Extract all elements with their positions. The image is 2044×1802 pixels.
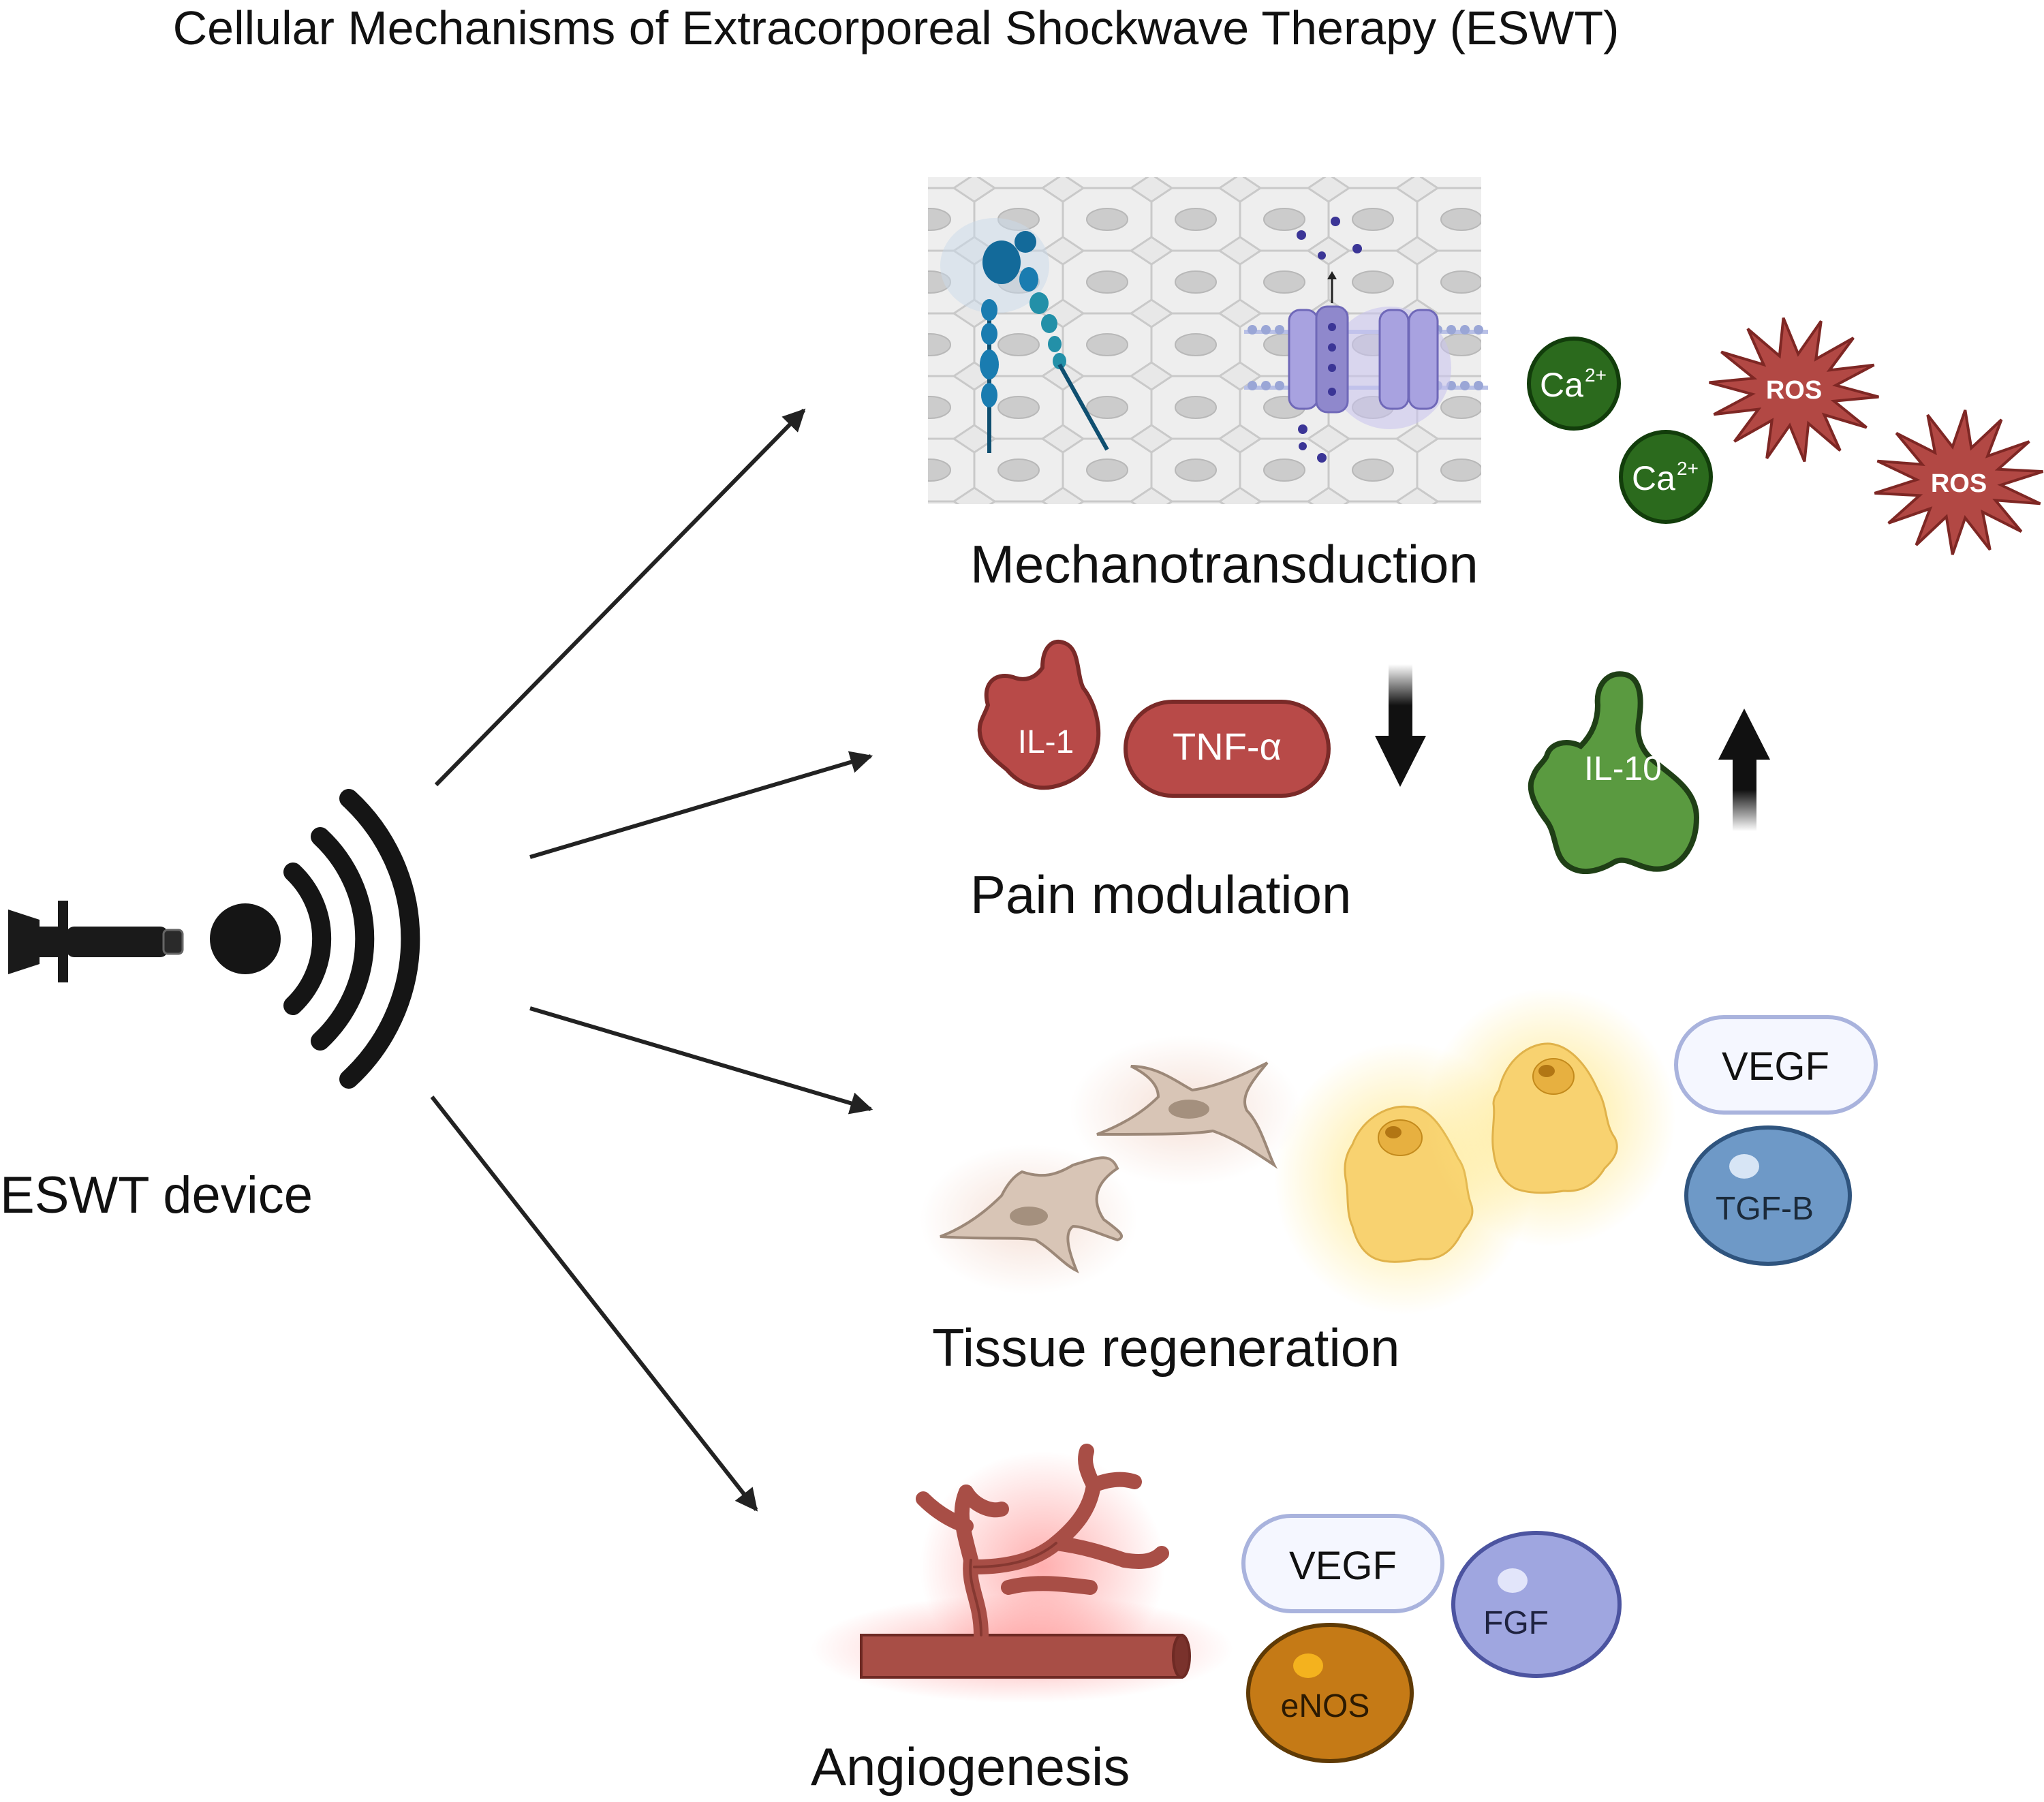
tnf-alpha-molecule: TNF-α xyxy=(1124,700,1331,798)
ca-ion-charge: 2+ xyxy=(1585,364,1607,386)
vegf-box: VEGF xyxy=(1241,1514,1444,1613)
il1-label: IL-1 xyxy=(1018,724,1074,760)
calcium-ion: Ca 2+ xyxy=(1619,430,1713,524)
ros-burst: ROS xyxy=(1709,317,1879,463)
handpiece-icon xyxy=(8,901,184,982)
arrow-to-mechanotransduction xyxy=(434,408,806,787)
pathway-arrows xyxy=(430,408,873,1512)
vegf-box: VEGF xyxy=(1674,1015,1878,1115)
enos-molecule: eNOS xyxy=(1246,1623,1414,1763)
arrow-to-angiogenesis xyxy=(430,1096,758,1512)
regenerating-cell-icon xyxy=(1424,988,1676,1247)
fibroblast-icon xyxy=(1070,1036,1301,1185)
il1-molecule: IL-1 xyxy=(977,639,1101,790)
blood-vessel-icon xyxy=(811,1444,1233,1703)
device-label: ESWT device xyxy=(0,1166,313,1224)
tgfb-label: TGF-B xyxy=(1716,1191,1814,1227)
fgf-molecule: FGF xyxy=(1451,1531,1622,1678)
up-arrow-icon xyxy=(1718,709,1770,831)
ros-label: ROS xyxy=(1766,376,1822,405)
tissue-regeneration-section: VEGF TGF-B Tissue regeneration xyxy=(920,988,1878,1378)
calcium-ion: Ca 2+ xyxy=(1527,337,1621,431)
mechanotransduction-label: Mechanotransduction xyxy=(970,534,1478,594)
ion-channel-icon xyxy=(1288,217,1451,463)
eswt-device: ESWT device xyxy=(0,789,420,1224)
cell-membrane-panel xyxy=(928,177,1488,504)
page-title: Cellular Mechanisms of Extracorporeal Sh… xyxy=(173,1,1620,55)
tnf-alpha-label: TNF-α xyxy=(1173,725,1282,768)
arrow-to-tissue-regeneration xyxy=(529,1006,873,1115)
mechanotransduction-section: Ca 2+ Ca 2+ ROS ROS Mechanotransduction xyxy=(928,177,2044,594)
ca-ion-charge: 2+ xyxy=(1677,458,1699,479)
fgf-label: FGF xyxy=(1483,1605,1549,1641)
down-arrow-icon xyxy=(1375,664,1426,787)
enos-label: eNOS xyxy=(1281,1688,1370,1724)
tgfb-molecule: TGF-B xyxy=(1684,1125,1852,1266)
pain-modulation-section: IL-1 TNF-α IL-10 Pain modulation xyxy=(970,639,1770,925)
angiogenesis-label: Angiogenesis xyxy=(811,1737,1130,1797)
ros-label: ROS xyxy=(1931,469,1987,498)
pain-modulation-label: Pain modulation xyxy=(970,865,1351,925)
vegf-label: VEGF xyxy=(1289,1544,1397,1588)
vegf-label: VEGF xyxy=(1722,1044,1829,1089)
ca-ion-base: Ca xyxy=(1632,459,1675,497)
shockwave-icon xyxy=(210,789,420,1089)
il10-molecule: IL-10 xyxy=(1528,671,1700,875)
arrow-to-pain-modulation xyxy=(529,751,873,859)
fibroblast-icon xyxy=(920,1145,1138,1294)
integrin-icon xyxy=(940,218,1109,453)
angiogenesis-section: VEGF FGF eNOS Angiogenesis xyxy=(811,1444,1622,1797)
ros-burst: ROS xyxy=(1874,409,2044,555)
tissue-regeneration-label: Tissue regeneration xyxy=(932,1318,1400,1378)
ca-ion-base: Ca xyxy=(1540,366,1583,404)
il10-label: IL-10 xyxy=(1584,749,1662,788)
